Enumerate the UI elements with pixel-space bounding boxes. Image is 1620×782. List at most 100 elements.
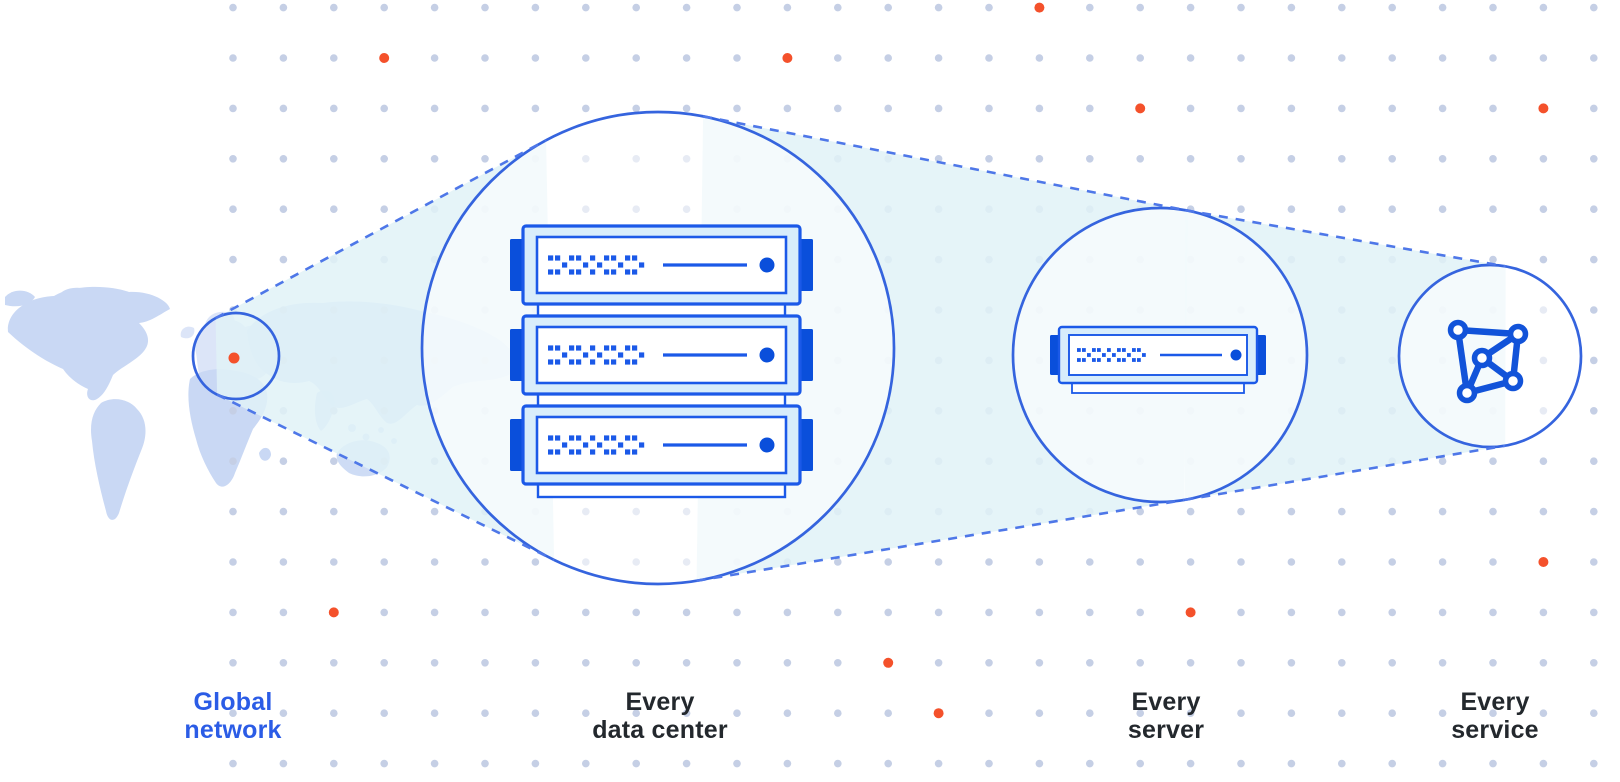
vent-pixel [597, 442, 603, 448]
grid-dot [1438, 104, 1447, 113]
grid-dot [229, 255, 237, 264]
grid-dot [884, 558, 892, 566]
vent-pixel [562, 262, 568, 268]
grid-dot [1035, 709, 1044, 717]
grid-dot [1035, 54, 1044, 62]
vent-pixel [1127, 353, 1131, 357]
vent-pixel [639, 352, 645, 358]
grid-dot [1489, 54, 1497, 62]
grid-dot [1136, 608, 1144, 617]
vent-pixel [625, 359, 631, 365]
vent-pixel [632, 269, 638, 275]
vent-pixel [1112, 353, 1116, 357]
grid-dot [1590, 205, 1598, 213]
grid-dot [1438, 457, 1447, 466]
vent-pixel [1097, 348, 1101, 352]
grid-dot [934, 3, 943, 12]
grid-dot [229, 155, 237, 163]
grid-dot [834, 659, 842, 667]
grid-dot [330, 709, 338, 717]
grid-dot [1590, 356, 1598, 365]
grid-dot [1388, 659, 1396, 667]
vent-pixel [1132, 348, 1136, 352]
vent-pixel [1132, 358, 1136, 362]
accent-dot [379, 53, 390, 63]
grid-dot [229, 3, 237, 12]
grid-dot [430, 558, 439, 566]
grid-dot [1338, 709, 1346, 717]
grid-dot [884, 3, 892, 12]
vent-pixel [583, 352, 589, 358]
grid-dot [632, 659, 640, 667]
grid-dot [1136, 759, 1144, 768]
grid-dot [682, 104, 691, 113]
grid-dot [934, 104, 943, 113]
vent-pixel [625, 449, 631, 455]
grid-dot [330, 507, 338, 516]
zoom-dashed-lines [214, 115, 1506, 583]
grid-dot [1438, 54, 1447, 62]
grid-dot [783, 759, 792, 768]
stage-label-line1: Every [1460, 688, 1530, 716]
grid-dot [1338, 54, 1346, 62]
vent-pixel [1087, 353, 1091, 357]
vent-pixel [632, 435, 638, 441]
vent-pixel [1092, 358, 1096, 362]
grid-dot [1539, 759, 1548, 768]
grid-dot [481, 608, 489, 617]
vent-pixel [583, 442, 589, 448]
grid-dot [1287, 104, 1296, 113]
grid-dot [531, 608, 540, 617]
grid-dot [531, 558, 540, 566]
grid-dot [1136, 558, 1144, 566]
grid-dot [632, 759, 640, 768]
vent-pixel [590, 359, 596, 365]
grid-dot [1438, 507, 1447, 516]
stage-label-line1: Global [193, 688, 273, 716]
vent-pixel [1102, 353, 1106, 357]
grid-dot [733, 759, 741, 768]
grid-dot [229, 608, 237, 617]
grid-dot [1590, 54, 1598, 62]
grid-dot [733, 608, 741, 617]
grid-dot [1237, 104, 1245, 113]
dashed-zoom-line [1185, 208, 1506, 268]
vent-pixel [548, 449, 554, 455]
network-mesh-icon [1447, 319, 1529, 404]
grid-dot [1136, 3, 1144, 12]
vent-pixel [590, 435, 596, 441]
grid-dot [1338, 558, 1346, 566]
grid-dot [1186, 3, 1195, 12]
grid-dot [1438, 205, 1447, 213]
grid-dot [1086, 608, 1094, 617]
grid-dot [1489, 155, 1497, 163]
grid-dot [380, 709, 389, 717]
grid-dot [733, 709, 741, 717]
grid-dot [279, 507, 288, 516]
grid-dot [834, 54, 842, 62]
grid-dot [985, 759, 993, 768]
vent-pixel [604, 449, 610, 455]
grid-dot [1086, 155, 1094, 163]
grid-dot [229, 659, 237, 667]
grid-dot [1237, 3, 1245, 12]
grid-dot [1237, 659, 1245, 667]
grid-dot [481, 3, 489, 12]
grid-dot [1590, 558, 1598, 566]
grid-dot [1489, 709, 1497, 717]
grid-dot [1186, 659, 1195, 667]
grid-dot [1489, 659, 1497, 667]
grid-dot [1136, 507, 1144, 516]
stage-label-line2: network [184, 716, 282, 744]
accent-dot [1185, 607, 1196, 618]
grid-dot [1237, 709, 1245, 717]
vent-pixel [604, 359, 610, 365]
vent-pixel [611, 359, 617, 365]
grid-dot [1287, 608, 1296, 617]
vent-pixel [569, 255, 575, 261]
grid-dot [1338, 507, 1346, 516]
grid-dot [531, 54, 540, 62]
grid-dot [1035, 155, 1044, 163]
grid-dot [1287, 507, 1296, 516]
grid-dot [279, 558, 288, 566]
